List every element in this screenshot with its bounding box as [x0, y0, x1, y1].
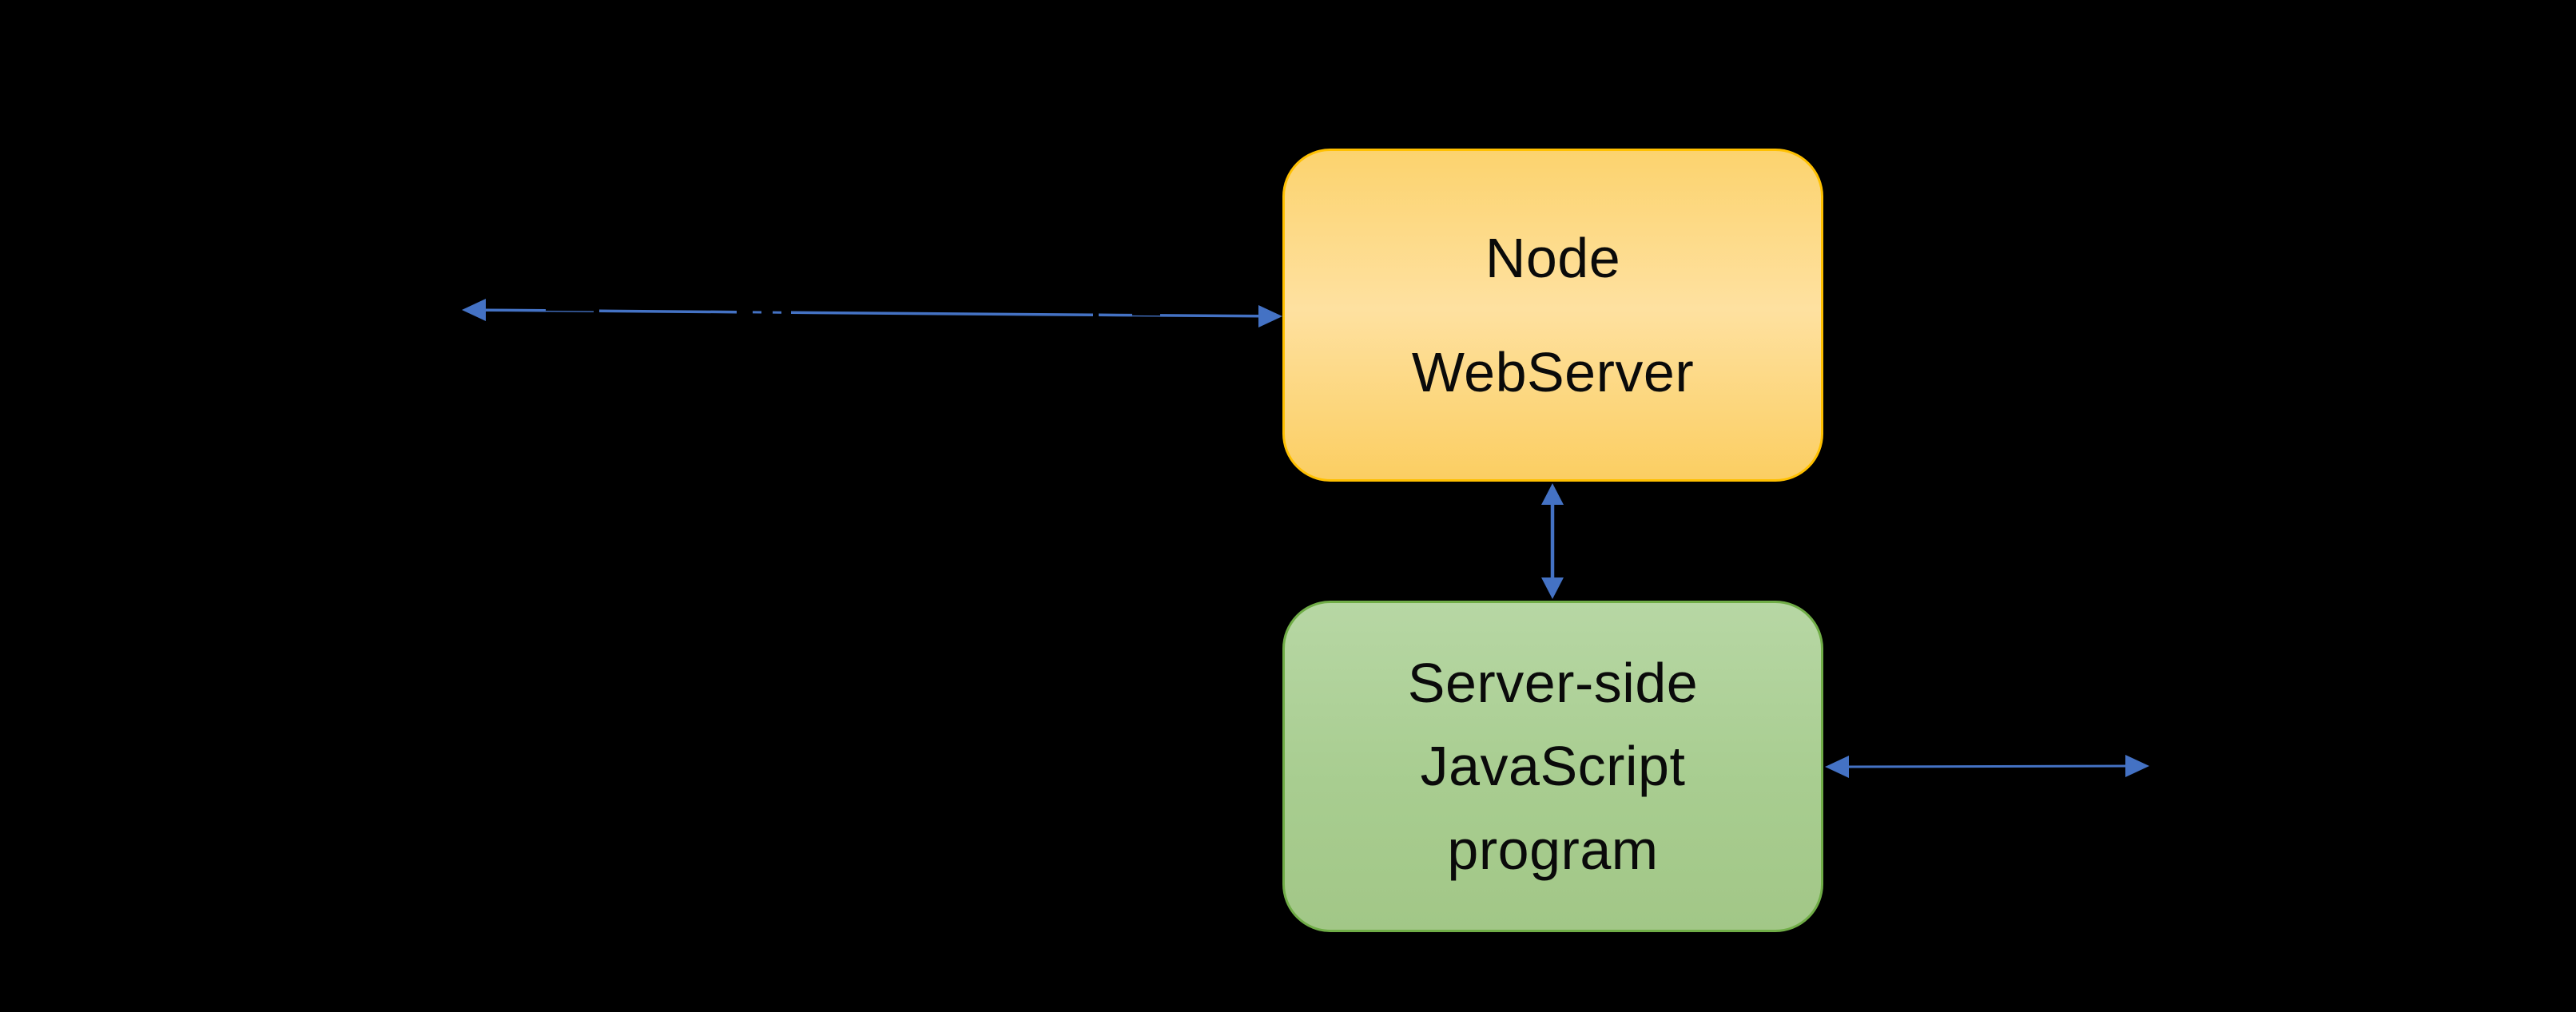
arrowhead-left-icon	[462, 299, 486, 321]
arrowhead-up-icon	[1541, 483, 1564, 505]
js-program-label-line1: Server-side	[1407, 652, 1699, 715]
server-side-js-program-box: Server-side JavaScript program	[1282, 601, 1823, 932]
arrowhead-right-icon	[2125, 755, 2149, 777]
node-webserver-label-line2: WebServer	[1411, 340, 1695, 403]
arrowhead-down-icon	[1541, 577, 1564, 599]
arrowhead-left-icon	[1825, 756, 1849, 778]
node-webserver-box: Node WebServer	[1282, 149, 1823, 482]
js-program-label-line2: JavaScript	[1420, 735, 1686, 798]
js-program-label-line3: program	[1447, 818, 1659, 881]
left-double-arrow	[462, 299, 1282, 327]
node-webserver-label-line1: Node	[1485, 226, 1621, 289]
arrowhead-right-icon	[1258, 305, 1282, 327]
line-thin-artifact	[545, 311, 1161, 317]
right-double-arrow	[1825, 755, 2149, 778]
middle-double-arrow	[1541, 483, 1564, 599]
